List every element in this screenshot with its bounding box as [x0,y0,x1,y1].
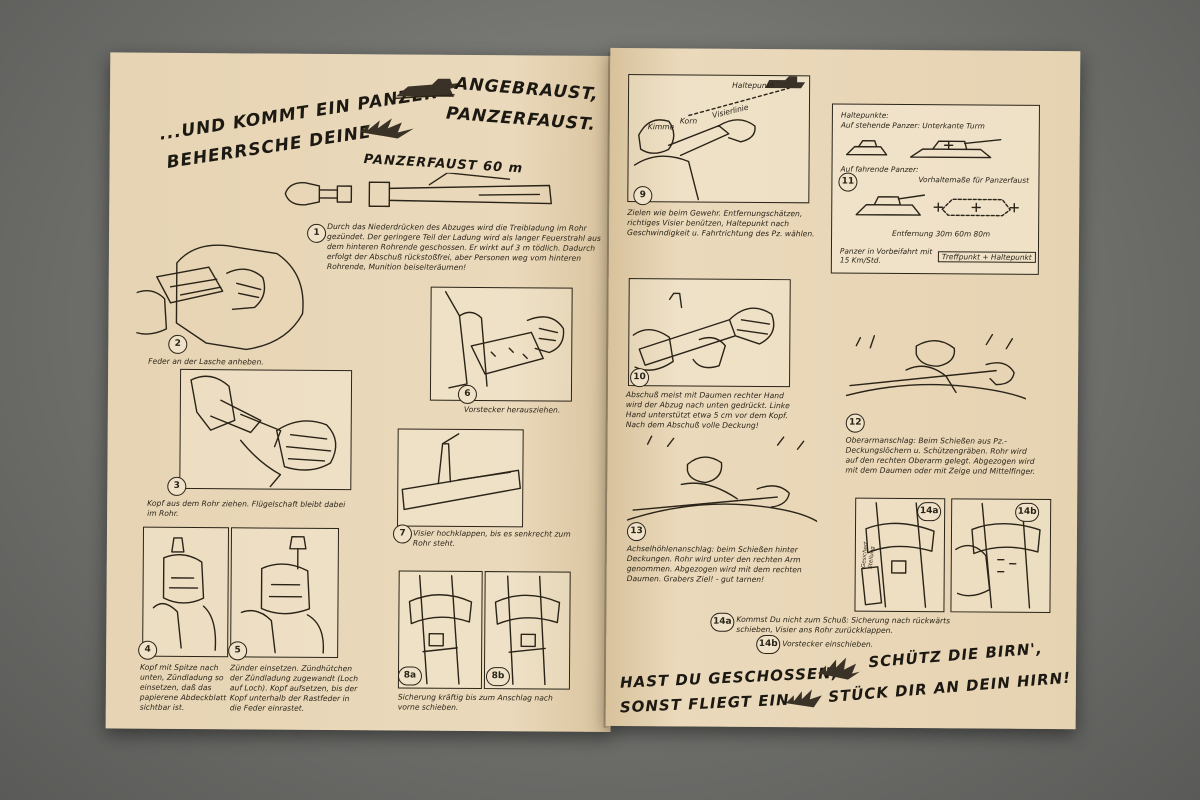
step-number-13: 13 [626,522,647,542]
step-caption-3: Kopf aus dem Rohr ziehen. Flügelschaft b… [147,498,346,518]
label-haltepunkt: Haltepunkt [732,80,775,91]
illustration-step-8b [483,571,571,690]
tank-silhouette-icon [392,70,462,104]
illustration-step-4 [142,526,230,658]
step-number-14b: 14b [1015,502,1040,522]
step-caption-2: Feder an der Lasche anheben. [148,356,264,367]
step-caption-14a: Kommst Du nicht zum Schuß: Sicherung nac… [736,614,951,635]
box11-legend: Treffpunkt + Haltepunkt [937,251,1036,263]
step-caption-9: Zielen wie beim Gewehr. Entfernungschätz… [627,208,815,239]
haltepunkte-box: Haltepunkte: Auf stehende Panzer: Unterk… [830,103,1040,275]
box11-title-4: Vorhaltemaße für Panzerfaust [918,175,1030,185]
label-korn: Korn [679,116,698,126]
standing-tanks-drawing [841,135,1031,166]
open-booklet: ...UND KOMMT EIN PANZER ANGEBRAUST, BEHE… [105,38,1135,735]
illustration-step-2 [135,233,319,358]
step-number-8a: 8a [397,666,423,686]
moving-tanks-drawing [852,187,1032,226]
step-number-14a: 14a [917,502,942,522]
illustration-step-10 [628,278,791,388]
box11-title-3: Auf fahrende Panzer: [840,164,919,175]
step-number-12: 12 [845,413,865,433]
step-caption-7: Visier hochklappen, bis es senkrecht zum… [412,528,571,548]
illustration-step-5 [230,527,340,659]
label-kimme: Kimme [647,122,675,132]
box11-note: Panzer in Vorbeifahrt mit 15 Km/Std. [839,246,933,265]
right-headline-2a: SONST FLIEGT EIN [619,690,791,717]
step-number-8b: 8b [485,667,511,687]
left-page: ...UND KOMMT EIN PANZER ANGEBRAUST, BEHE… [105,52,616,732]
step-caption-12: Oberarmanschlag: Beim Schießen aus Pz.-D… [845,435,1036,476]
box11-distance: Entfernung 30m 60m 80m [892,228,991,239]
explosion-icon-bottom-2 [784,687,824,709]
box11-title-2: Auf stehende Panzer: Unterkante Turm [840,120,985,131]
illustration-step-13 [626,434,818,531]
step-number-14b-inline: 14b [756,634,781,655]
illustration-step-6 [429,286,573,402]
panzerfaust-parts-drawing [279,172,569,216]
illustration-step-9 [627,74,811,204]
explosion-icon-bottom [816,655,862,681]
illustration-step-14a [854,497,946,613]
illustration-step-12 [845,326,1027,417]
left-headline-2b: PANZERFAUST. [445,103,597,136]
box11-title-1: Haltepunkte: [840,110,889,120]
step-number-5: 5 [228,641,248,661]
step-number-9: 9 [633,186,653,206]
step-number-3: 3 [167,476,187,496]
left-headline-1b: ANGEBRAUST, [454,73,600,105]
step-caption-8b: Sicherung kräftig bis zum Anschlag nach … [397,692,553,712]
step-caption-1: Durch das Niederdrücken des Abzuges wird… [326,221,601,272]
step-number-6: 6 [457,384,478,405]
step-number-10: 10 [629,368,650,388]
step-number-4: 4 [138,640,158,660]
step-caption-4: Kopf mit Spitze nach unten, Zündladung s… [139,662,227,712]
gesichert-tag: Gesichert Stellung [860,541,877,570]
right-page: Kimme Korn Haltepunkt Visierlinie 9 Ziel… [605,47,1081,730]
explosion-icon [358,114,418,140]
illustration-step-3 [179,368,353,491]
step-caption-5: Zünder einsetzen. Zündhütchen der Zündla… [229,663,359,713]
step-number-14a-inline: 14a [710,612,735,632]
illustration-step-8a [397,570,483,690]
right-headline-2b: STÜCK DIR AN DEIN HIRN! [827,668,1072,707]
step-caption-13: Achselhöhlenanschlag: beim Schießen hint… [626,544,802,585]
step-caption-6: Vorstecker herausziehen. [463,404,561,415]
step-caption-10: Abschuß meist mit Daumen rechter Hand wi… [625,390,790,430]
illustration-step-7 [397,428,524,528]
step-caption-14b: Vorstecker einschieben. [782,639,874,649]
step-number-7: 7 [392,524,413,544]
step-number-2: 2 [168,334,188,354]
